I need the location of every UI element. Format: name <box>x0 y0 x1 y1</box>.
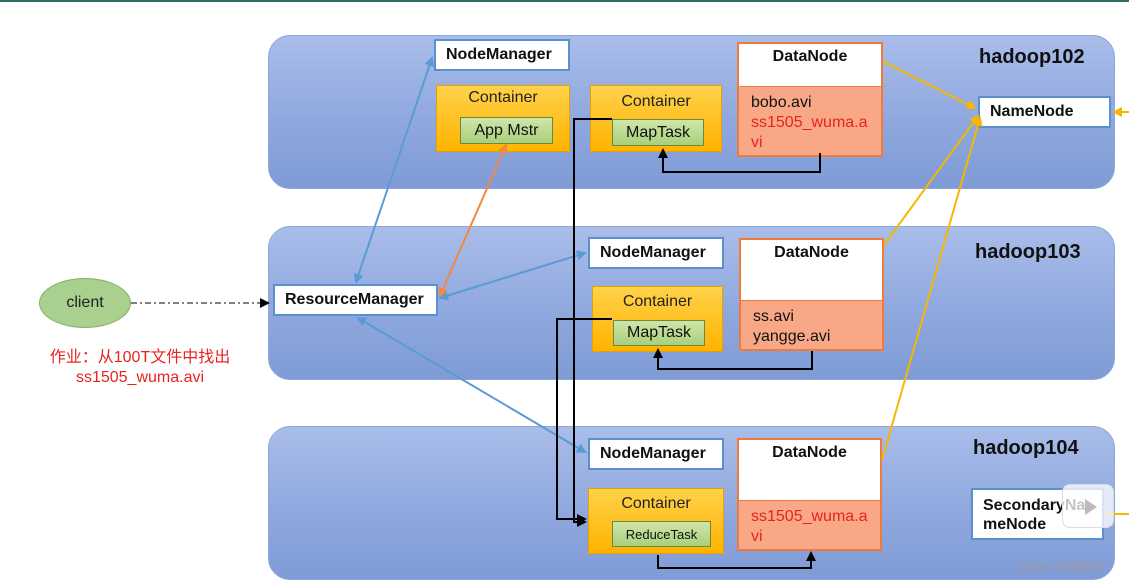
maptask-hadoop102: MapTask <box>612 119 704 146</box>
datanode-files: ss1505_wuma.a vi <box>739 500 880 549</box>
node-manager-label: NodeManager <box>600 244 706 261</box>
datanode-hadoop102: DataNode bobo.avi ss1505_wuma.a vi <box>737 42 883 157</box>
maptask-label: MapTask <box>625 123 691 141</box>
rm-nm102-arrow <box>353 56 435 284</box>
resource-manager-label: ResourceManager <box>285 291 424 308</box>
rm-nm104-arrow <box>356 316 587 454</box>
reduce-task: ReduceTask <box>612 521 711 547</box>
app-master-label: App Mstr <box>474 121 539 139</box>
task-description: 作业：从100T文件中找出 ss1505_wuma.avi <box>40 348 240 388</box>
task-description-line2: ss1505_wuma.avi <box>75 369 205 386</box>
container-label: Container <box>468 89 538 106</box>
task-description-line1: 作业：从100T文件中找出 <box>49 349 231 366</box>
dn102-nn-arrow <box>883 61 977 109</box>
video-play-overlay[interactable] <box>1062 484 1114 528</box>
datanode-files: ss.avi yangge.avi <box>741 300 882 349</box>
host-title: hadoop104 <box>973 437 1079 459</box>
node-manager-hadoop103: NodeManager <box>588 237 724 269</box>
watermark: CSDN @倾城00 <box>1017 560 1104 574</box>
secondary-name-node: SecondaryNa meNode <box>971 488 1104 540</box>
file-name: ss1505_wuma.a <box>751 114 868 131</box>
dn104-reducetask-arrow <box>657 551 816 569</box>
container-label: Container <box>621 495 691 512</box>
node-manager-hadoop104: NodeManager <box>588 438 724 470</box>
file-name: vi <box>751 134 763 151</box>
file-name: bobo.avi <box>751 94 812 111</box>
secondary-name-node-label-line2: meNode <box>983 516 1047 533</box>
name-node: NameNode <box>978 96 1111 128</box>
datanode-label: DataNode <box>772 48 848 65</box>
file-name: vi <box>751 528 763 545</box>
datanode-label: DataNode <box>774 244 849 261</box>
dn103-maptask-arrow <box>653 348 813 370</box>
maptask-label: MapTask <box>626 324 692 341</box>
host-title: hadoop102 <box>979 46 1085 68</box>
container-label: Container <box>622 293 693 310</box>
maptask-hadoop103: MapTask <box>613 320 705 346</box>
client-node: client <box>39 278 131 328</box>
play-icon <box>1085 499 1097 515</box>
maptask102-reduce-arrow <box>573 118 612 527</box>
file-name: ss.avi <box>753 308 794 325</box>
maptask103-reduce-arrow <box>556 318 612 524</box>
node-manager-hadoop102: NodeManager <box>434 39 570 71</box>
node-manager-label: NodeManager <box>446 46 552 63</box>
resource-manager: ResourceManager <box>273 284 438 316</box>
top-divider <box>0 0 1129 2</box>
dn103-nn-arrow <box>883 114 980 246</box>
file-name: ss1505_wuma.a <box>751 508 868 525</box>
node-manager-label: NodeManager <box>600 445 706 462</box>
container-label: Container <box>621 93 691 110</box>
host-title: hadoop103 <box>975 241 1081 263</box>
app-master-task: App Mstr <box>460 117 553 144</box>
datanode-hadoop104: DataNode ss1505_wuma.a vi <box>737 438 882 551</box>
client-label: client <box>66 294 104 311</box>
dn102-maptask-arrow <box>658 148 821 173</box>
file-name: yangge.avi <box>753 328 831 345</box>
name-node-label: NameNode <box>990 103 1074 120</box>
dn104-nn-arrow <box>881 116 983 461</box>
reduce-task-label: ReduceTask <box>625 526 698 542</box>
rm-appmaster-arrow <box>438 143 508 298</box>
rm-nm103-arrow <box>438 250 587 301</box>
datanode-hadoop103: DataNode ss.avi yangge.avi <box>739 238 884 351</box>
datanode-files: bobo.avi ss1505_wuma.a vi <box>739 86 881 155</box>
datanode-label: DataNode <box>772 444 847 461</box>
secondary-name-node-label-line1: SecondaryNa <box>983 497 1086 514</box>
